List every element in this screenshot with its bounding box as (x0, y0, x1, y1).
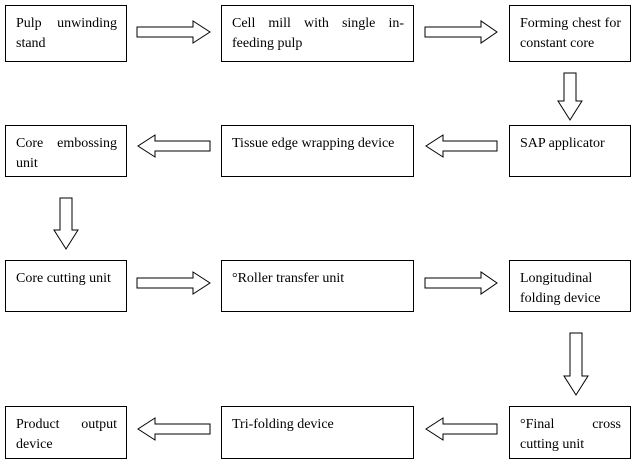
box-label: Tri-folding device (232, 417, 334, 432)
box-label: Core embossing unit (16, 136, 117, 171)
box-label: Tissue edge wrapping device (232, 136, 395, 151)
box-pulp-unwinding-stand: Pulp unwinding stand (5, 5, 127, 62)
arrow-down-icon (53, 197, 79, 250)
box-label: Pulp unwinding stand (16, 16, 117, 51)
arrow-left-icon (425, 417, 498, 441)
arrow-left-icon (137, 134, 211, 158)
box-label: SAP applicator (520, 136, 605, 151)
arrow-right-icon (136, 20, 211, 44)
box-final-cross-cutting: °Final cross cutting unit (509, 406, 631, 459)
box-label: Core cutting unit (16, 271, 111, 286)
box-cell-mill: Cell mill with single in-feeding pulp (221, 5, 414, 62)
box-product-output-device: Product output device (5, 406, 127, 459)
box-label: °Roller transfer unit (232, 271, 345, 286)
box-label: °Final cross cutting unit (520, 417, 621, 452)
box-label: Longitudinal folding device (520, 271, 601, 306)
box-sap-applicator: SAP applicator (509, 125, 631, 177)
arrow-right-icon (424, 271, 498, 295)
arrow-right-icon (424, 20, 498, 44)
box-core-embossing-unit: Core embossing unit (5, 125, 127, 177)
box-tri-folding-device: Tri-folding device (221, 406, 414, 459)
box-forming-chest: Forming chest for constant core (509, 5, 631, 62)
arrow-right-icon (136, 271, 211, 295)
box-longitudinal-folding: Longitudinal folding device (509, 260, 631, 312)
box-label: Cell mill with single in-feeding pulp (232, 16, 404, 51)
arrow-left-icon (425, 134, 498, 158)
box-roller-transfer-unit: °Roller transfer unit (221, 260, 414, 312)
arrow-left-icon (137, 417, 211, 441)
arrow-down-icon (563, 332, 589, 396)
box-label: Forming chest for constant core (520, 16, 621, 51)
box-core-cutting-unit: Core cutting unit (5, 260, 127, 312)
box-tissue-edge-wrapping: Tissue edge wrapping device (221, 125, 414, 177)
arrow-down-icon (557, 72, 583, 121)
box-label: Product output device (16, 417, 117, 452)
